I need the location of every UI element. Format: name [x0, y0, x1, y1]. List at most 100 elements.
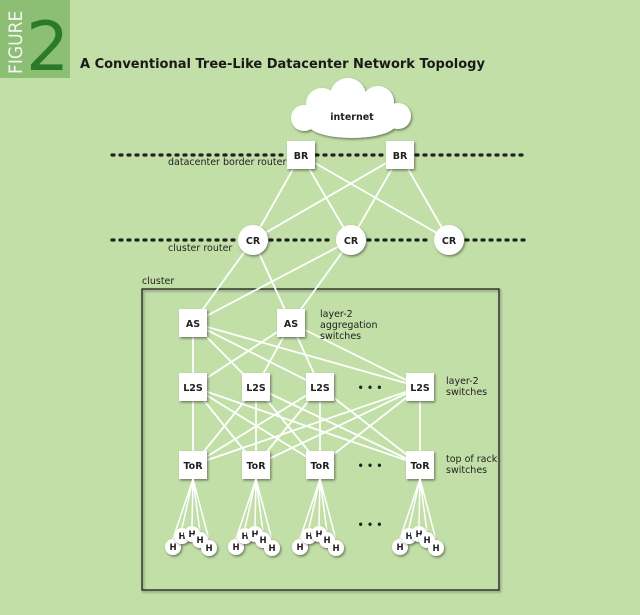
border-router-1-label: BR: [294, 151, 309, 162]
host-link: [319, 478, 337, 541]
host-label: H: [296, 543, 303, 553]
l2-label-line2: switches: [446, 387, 487, 398]
host-link: [255, 478, 264, 533]
aggregation-switch-1-label: AS: [186, 319, 200, 330]
host-label: H: [405, 532, 412, 542]
host-label: H: [415, 530, 422, 540]
host-node: [165, 539, 181, 555]
cluster-router-1: CR: [238, 225, 268, 255]
host-label: H: [169, 543, 176, 553]
host-link: [172, 478, 194, 540]
tor-label-line2: switches: [446, 465, 487, 476]
border-router-label: datacenter border router: [168, 157, 286, 168]
host-link: [318, 478, 321, 527]
host-link: [181, 478, 194, 529]
host-label: H: [178, 532, 185, 542]
aggregation-label-line1: layer-2: [320, 309, 353, 320]
host-node: [292, 539, 308, 555]
host-link: [244, 478, 257, 529]
host-label: H: [315, 530, 322, 540]
internet-cloud: [291, 78, 411, 138]
host-link: [419, 478, 437, 541]
border-router-1: BR: [287, 141, 315, 169]
host-label: H: [188, 530, 195, 540]
host-link: [191, 478, 194, 527]
host-node: [428, 540, 444, 556]
host-link: [192, 478, 201, 533]
cluster-box: [141, 288, 500, 591]
cluster-label: cluster: [142, 276, 174, 287]
host-node: [328, 540, 344, 556]
host-label: H: [205, 544, 212, 554]
aggregation-switch-2: AS: [277, 309, 305, 337]
figure-badge: [0, 0, 70, 78]
tor-switch-2-label: ToR: [246, 461, 266, 472]
cluster-router-3: CR: [434, 225, 464, 255]
l2-switch-4: L2S: [406, 373, 434, 401]
host-node: [228, 539, 244, 555]
diagram-title: A Conventional Tree-Like Datacenter Netw…: [80, 57, 485, 72]
l2-ellipsis: • • •: [358, 383, 383, 394]
host-link: [418, 478, 421, 527]
host-label: H: [196, 536, 203, 546]
host-node: [264, 540, 280, 556]
tor-switch-1-label: ToR: [183, 461, 203, 472]
aggregation-switch-1: AS: [179, 309, 207, 337]
host-link: [399, 478, 421, 540]
tor-switch-3: ToR: [306, 451, 334, 479]
aggregation-label-line3: switches: [320, 331, 361, 342]
host-label: H: [268, 544, 275, 554]
host-label: H: [423, 536, 430, 546]
l2-label-line1: layer-2: [446, 376, 479, 387]
cluster-router-label: cluster router: [168, 243, 232, 254]
host-link: [192, 478, 210, 541]
cluster-router-3-label: CR: [442, 236, 457, 247]
host-link: [319, 478, 328, 533]
l2-switch-3-label: L2S: [310, 383, 330, 394]
cluster-router-2-label: CR: [344, 236, 359, 247]
host-link: [419, 478, 428, 533]
host-link: [235, 478, 257, 540]
l2-switch-4-label: L2S: [410, 383, 430, 394]
host-label: H: [323, 536, 330, 546]
host-label: H: [251, 530, 258, 540]
host-link: [254, 478, 257, 527]
tor-label-line1: top of rack: [446, 454, 498, 465]
host-label: H: [241, 532, 248, 542]
host-link: [408, 478, 421, 529]
host-label: H: [232, 543, 239, 553]
tor-switch-1: ToR: [179, 451, 207, 479]
aggregation-label-line2: aggregation: [320, 320, 377, 331]
host-link: [255, 478, 273, 541]
host-link: [308, 478, 321, 529]
l2-switch-3: L2S: [306, 373, 334, 401]
l2-switch-2: L2S: [242, 373, 270, 401]
cluster-router-1-label: CR: [246, 236, 261, 247]
figure-word: FIGURE: [5, 11, 27, 74]
host-node: [392, 539, 408, 555]
host-label: H: [432, 544, 439, 554]
border-router-2: BR: [386, 141, 414, 169]
l2-switch-1: L2S: [179, 373, 207, 401]
cluster-router-2: CR: [336, 225, 366, 255]
internet-label: internet: [330, 112, 374, 123]
host-ellipsis: • • •: [358, 520, 383, 531]
host-label: H: [332, 544, 339, 554]
l2-switch-2-label: L2S: [246, 383, 266, 394]
host-label: H: [305, 532, 312, 542]
border-router-2-label: BR: [393, 151, 408, 162]
host-node: [201, 540, 217, 556]
host-label: H: [259, 536, 266, 546]
tor-switch-3-label: ToR: [310, 461, 330, 472]
tor-switch-4: ToR: [406, 451, 434, 479]
tor-ellipsis: • • •: [358, 461, 383, 472]
aggregation-switch-2-label: AS: [284, 319, 298, 330]
host-link: [299, 478, 321, 540]
